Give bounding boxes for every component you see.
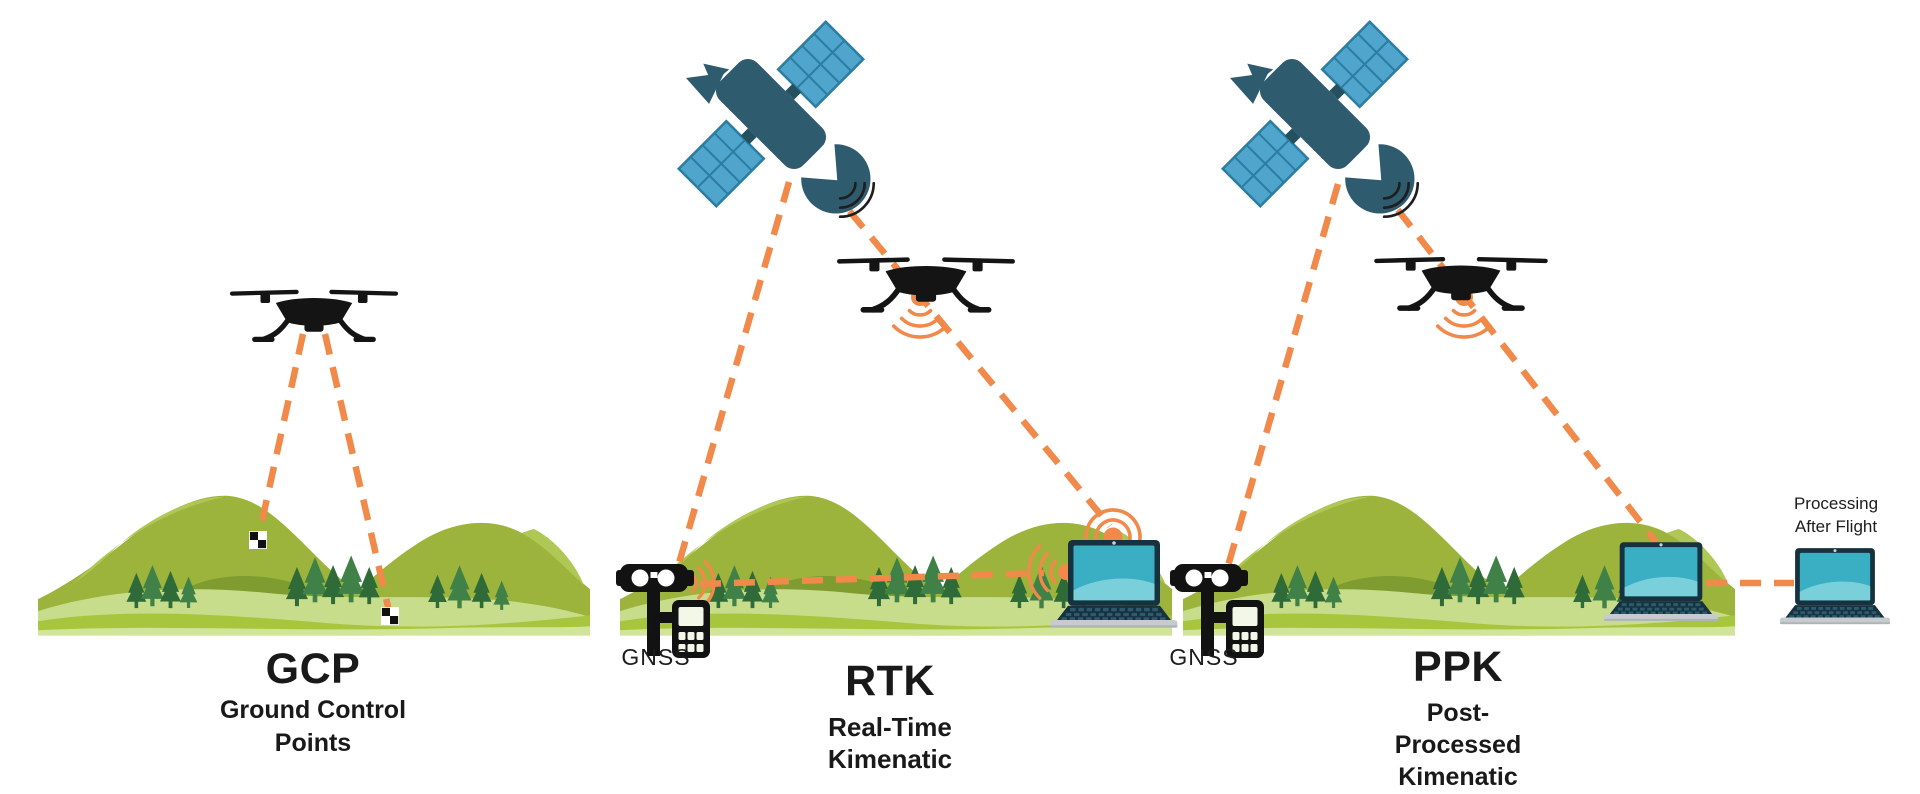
- gcp-drone-to-marker2-line: [321, 333, 393, 612]
- ppk-processing-note: Processing After Flight: [1756, 492, 1916, 538]
- ppk-subtitle-line: Processed: [1394, 731, 1522, 759]
- ppk-processing-note-line: Processing: [1793, 494, 1879, 513]
- rtk-subtitle-line: Kimenatic: [827, 744, 953, 774]
- ppk-processing-note-line: After Flight: [1794, 517, 1878, 536]
- rtk-drone-icon: [835, 247, 1017, 320]
- ppk-office-laptop-icon: [1778, 548, 1892, 626]
- ppk-field-laptop-icon: [1602, 542, 1720, 623]
- rtk-subtitle: Real-Time Kimenatic: [755, 711, 1025, 775]
- ppk-satellite-to-drone-to-laptop-line: [1374, 181, 1659, 544]
- gcp-subtitle-line: Points: [274, 729, 352, 757]
- rtk-subtitle-line: Real-Time: [828, 712, 952, 742]
- gcp-subtitle-line: Ground Control: [219, 696, 407, 724]
- ppk-subtitle-line: Kimenatic: [1398, 763, 1518, 791]
- rtk-gnss-label: GNSS: [621, 644, 691, 670]
- ppk-title: PPK: [1413, 643, 1503, 691]
- gcp-checker-marker-icon: [249, 531, 267, 549]
- ppk-drone-icon: [1372, 247, 1550, 318]
- gcp-checker-marker-icon: [381, 607, 399, 625]
- gcp-subtitle: Ground Control Points: [178, 694, 448, 760]
- ppk-gnss-label: GNSS: [1169, 644, 1239, 670]
- rtk-laptop-icon: [1048, 540, 1180, 630]
- rtk-satellite-icon: [663, 8, 879, 220]
- ppk-satellite-to-base-line: [1224, 183, 1342, 567]
- rtk-base-to-laptop-line: [699, 569, 1045, 588]
- rtk-satellite-to-base-line: [671, 181, 793, 578]
- gcp-drone-to-marker1-line: [255, 333, 307, 536]
- gcp-drone-icon: [228, 280, 400, 349]
- ppk-subtitle: Post- Processed Kimenatic: [1323, 697, 1593, 793]
- ppk-subtitle-line: Post-: [1426, 699, 1490, 727]
- gcp-title: GCP: [265, 645, 361, 693]
- rtk-satellite-to-drone-to-laptop-line: [825, 182, 1113, 529]
- ppk-satellite-icon: [1207, 8, 1423, 220]
- rtk-title: RTK: [845, 657, 935, 705]
